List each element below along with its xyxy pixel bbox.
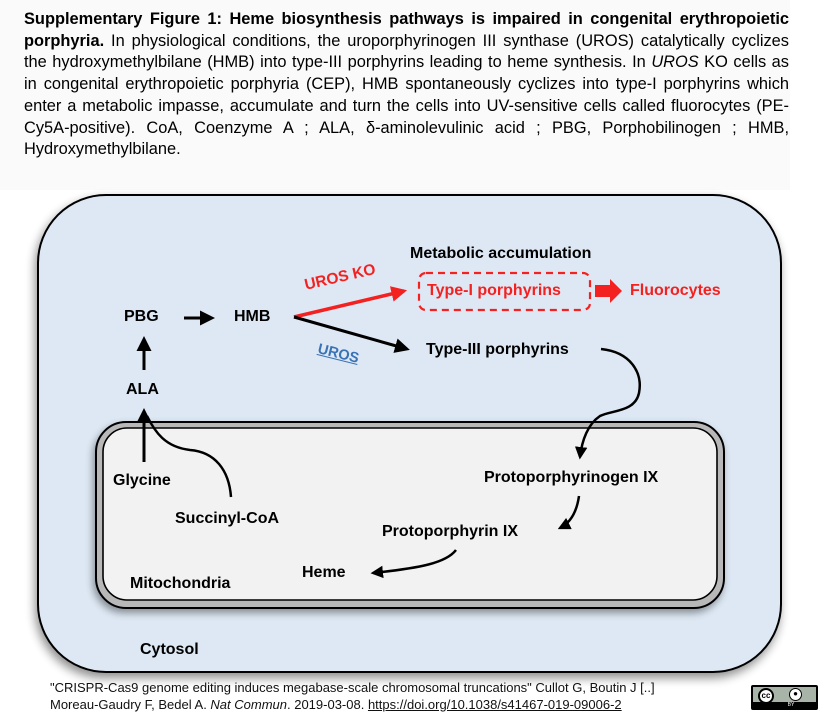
by-label: BY (787, 702, 795, 708)
node-type-iii-porphyrins: Type-III porphyrins (426, 341, 569, 358)
caption-title: Supplementary Figure 1: Heme biosynthesi… (24, 10, 789, 50)
type-i-accumulation-box (417, 271, 592, 312)
creative-commons-icon: cc (758, 688, 774, 704)
arrow-succinyl-coa-to-ala (145, 415, 233, 498)
label-mitochondria: Mitochondria (130, 575, 231, 592)
citation-line-2: Moreau-Gaudry F, Bedel A. Nat Commun. 20… (50, 696, 655, 713)
caption-panel: Supplementary Figure 1: Heme biosynthesi… (0, 0, 790, 190)
arrow-type-iii-to-protoporphyrinogen (574, 347, 641, 460)
mitochondria-inner-membrane (102, 427, 718, 601)
caption-body-1: In physiological conditions, the uroporp… (24, 31, 789, 72)
node-type-i-porphyrins: Type-I porphyrins (427, 282, 561, 299)
node-heme: Heme (302, 564, 346, 581)
caption-body-2: KO cells as in congenital erythropoietic… (24, 53, 789, 159)
doi-link[interactable]: https://doi.org/10.1038/s41467-019-09006… (367, 697, 622, 712)
citation-authors: Moreau-Gaudry F, Bedel A. (50, 697, 211, 712)
cc-badge-panel: cc ● (753, 687, 816, 704)
node-protoporphyrinogen-ix: Protoporphyrinogen IX (484, 469, 659, 486)
node-fluorocytes: Fluorocytes (630, 282, 721, 299)
citation-line-1: "CRISPR-Cas9 genome editing induces mega… (50, 680, 655, 695)
caption-italic-gene: UROS (651, 53, 699, 72)
label-metabolic-accumulation: Metabolic accumulation (410, 245, 592, 262)
node-ala: ALA (126, 381, 159, 398)
cc-by-license-badge: cc ● BY (751, 685, 818, 710)
arrow-hmb-to-type-i (293, 286, 408, 319)
citation-date: . 2019-03-08. (287, 697, 368, 712)
citation-journal: Nat Commun (210, 697, 287, 712)
attribution-person-icon: ● (789, 688, 802, 701)
node-protoporphyrin-ix: Protoporphyrin IX (382, 523, 518, 540)
figure-caption: Supplementary Figure 1: Heme biosynthesi… (24, 9, 789, 161)
arrow-protoporphyrin-to-heme (370, 549, 457, 579)
arrow-protoporphyrinogen-to-protoporphyrin (557, 495, 581, 530)
block-arrow-to-fluorocytes (595, 279, 622, 303)
arrow-hmb-to-type-iii (293, 315, 410, 353)
node-pbg: PBG (124, 308, 159, 325)
citation: "CRISPR-Cas9 genome editing induces mega… (50, 679, 655, 713)
node-succinyl-coa: Succinyl-CoA (175, 510, 280, 527)
node-hmb: HMB (234, 308, 271, 325)
label-cytosol: Cytosol (140, 641, 199, 658)
node-glycine: Glycine (113, 472, 171, 489)
